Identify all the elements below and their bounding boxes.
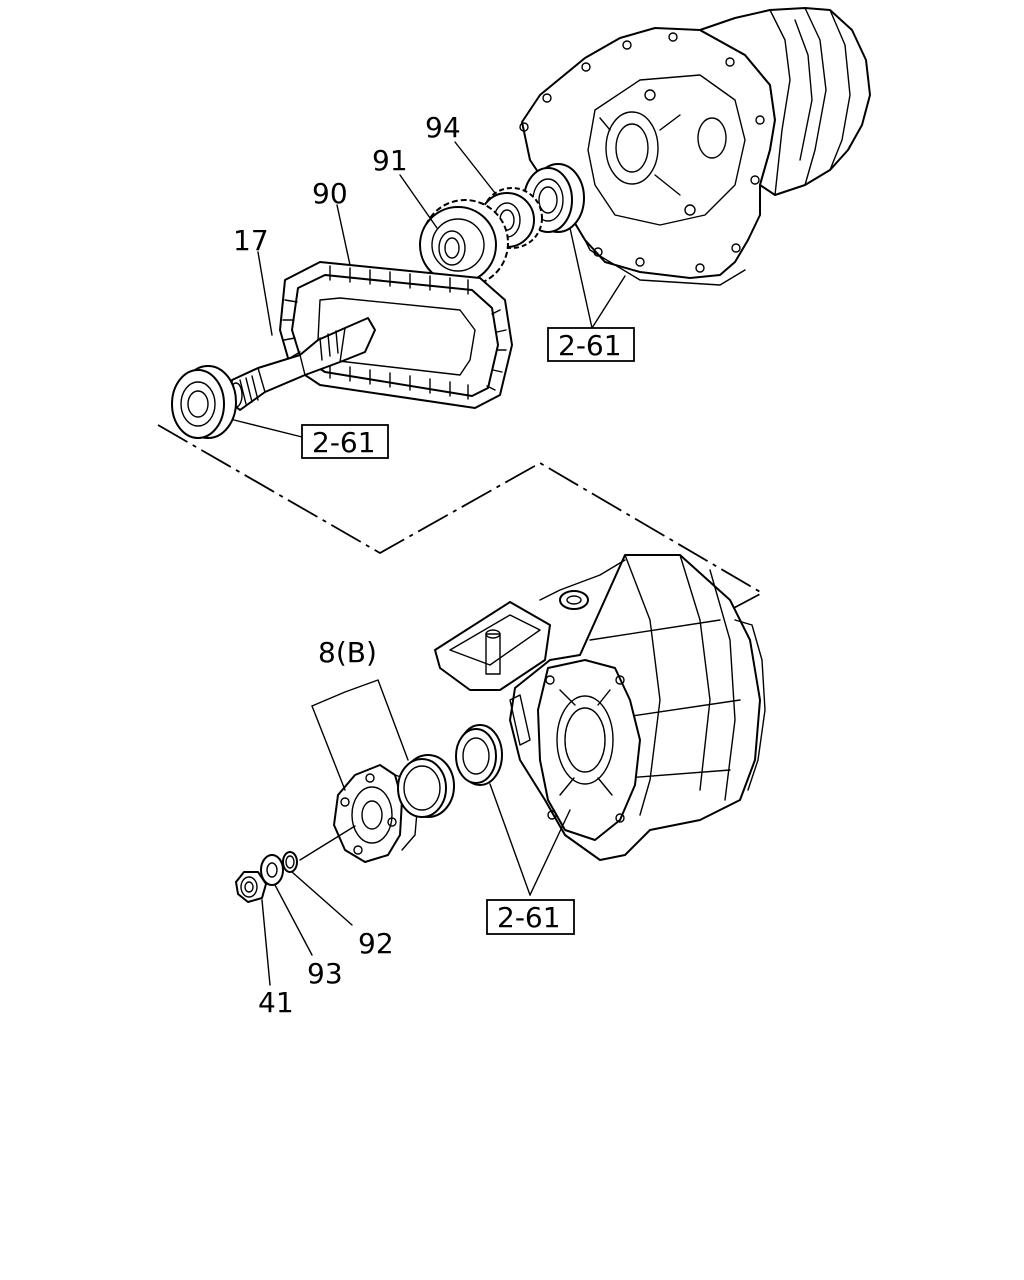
callout-92: 92 — [358, 927, 394, 960]
reference-label: 2-61 — [497, 901, 561, 934]
o-ring-92 — [282, 851, 298, 873]
callout-8b: 8(B) — [318, 636, 377, 669]
oil-seal — [455, 724, 503, 786]
alignment-line — [157, 424, 764, 611]
leader-lines — [233, 141, 626, 986]
washer-93 — [260, 854, 284, 886]
chain-links — [282, 265, 507, 400]
output-shaft-17 — [229, 317, 376, 411]
reference-label: 2-61 — [558, 329, 622, 362]
callout-90: 90 — [312, 177, 348, 210]
reference-label: 2-61 — [312, 426, 376, 459]
gear-91 — [419, 199, 509, 287]
rear-transfer-case-housing — [519, 7, 871, 286]
reference-box-top-right: 2-61 — [547, 327, 635, 362]
callout-91: 91 — [372, 144, 408, 177]
dust-deflector-ring — [397, 754, 455, 818]
front-transfer-case-housing — [434, 554, 766, 861]
input-bearing-left — [171, 365, 237, 439]
flange-bolt-holes — [519, 32, 765, 273]
drive-chain-90 — [279, 261, 513, 409]
callout-94: 94 — [425, 111, 461, 144]
callout-17: 17 — [233, 224, 269, 257]
reference-box-bottom: 2-61 — [486, 899, 575, 935]
reference-box-top-left: 2-61 — [301, 424, 389, 459]
lock-nut-41 — [235, 871, 267, 903]
callout-41: 41 — [258, 986, 294, 1019]
callout-93: 93 — [307, 957, 343, 990]
